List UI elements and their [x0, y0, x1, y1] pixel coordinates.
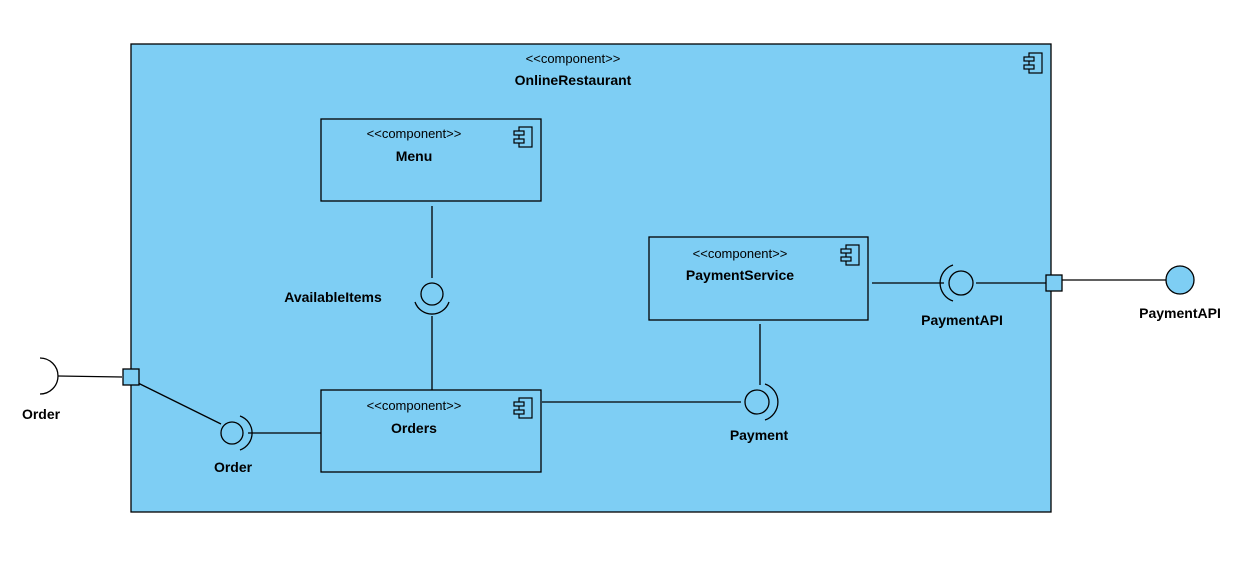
interface-payment-api-external[interactable]: PaymentAPI	[1139, 265, 1221, 321]
orders-name: Orders	[391, 420, 437, 436]
payment-api-internal-label: PaymentAPI	[921, 312, 1003, 328]
payment-service-stereotype: <<component>>	[693, 246, 788, 261]
online-restaurant-name: OnlineRestaurant	[515, 72, 632, 88]
provided-interface-ball	[948, 270, 974, 296]
provided-interface-ball	[420, 282, 444, 306]
interface-order-external[interactable]: Order	[22, 357, 61, 422]
provided-interface-ball	[1165, 265, 1195, 295]
component-icon	[513, 126, 533, 148]
component-payment-service[interactable]: <<component>> PaymentService	[648, 236, 869, 321]
payment-service-box	[648, 236, 869, 321]
component-online-restaurant[interactable]: <<component>> OnlineRestaurant	[130, 43, 1052, 513]
component-menu[interactable]: <<component>> Menu	[320, 118, 542, 202]
interface-available-items[interactable]: AvailableItems	[284, 282, 450, 315]
required-interface-socket	[764, 383, 779, 421]
online-restaurant-box	[130, 43, 1052, 513]
interface-payment[interactable]: Payment	[730, 383, 789, 443]
component-icon	[1023, 52, 1043, 74]
connectors	[57, 206, 1166, 434]
provided-interface-ball	[744, 389, 770, 415]
payment-api-external-label: PaymentAPI	[1139, 305, 1221, 321]
orders-stereotype: <<component>>	[367, 398, 462, 413]
required-interface-socket	[239, 415, 253, 451]
payment-service-name: PaymentService	[686, 267, 794, 283]
port-payment-api[interactable]	[1045, 274, 1063, 292]
available-items-label: AvailableItems	[284, 289, 382, 305]
order-external-label: Order	[22, 406, 61, 422]
menu-stereotype: <<component>>	[367, 126, 462, 141]
component-icon	[513, 397, 533, 419]
order-internal-label: Order	[214, 459, 253, 475]
interface-order-internal[interactable]: Order	[214, 415, 253, 475]
menu-name: Menu	[396, 148, 433, 164]
menu-box	[320, 118, 542, 202]
component-orders[interactable]: <<component>> Orders	[320, 389, 542, 473]
required-interface-socket	[414, 301, 450, 315]
required-interface-socket	[939, 264, 954, 302]
port-order[interactable]	[122, 368, 140, 386]
provided-interface-ball	[220, 421, 244, 445]
interface-payment-api-internal[interactable]: PaymentAPI	[921, 264, 1003, 328]
online-restaurant-stereotype: <<component>>	[526, 51, 621, 66]
orders-box	[320, 389, 542, 473]
payment-label: Payment	[730, 427, 789, 443]
component-icon	[840, 244, 860, 266]
required-interface-socket	[39, 357, 59, 395]
